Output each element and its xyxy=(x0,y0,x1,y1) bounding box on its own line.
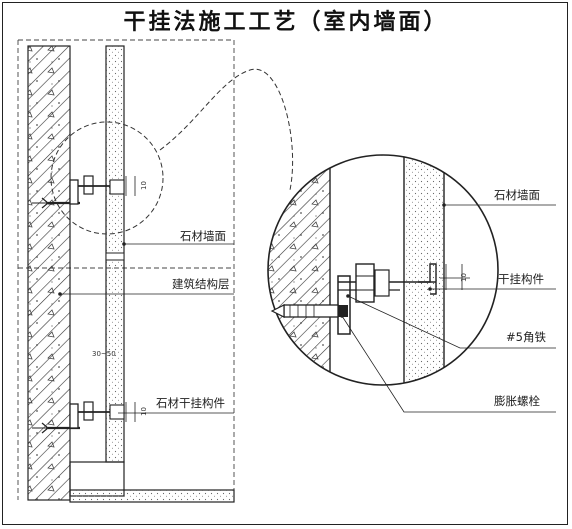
detail-circle xyxy=(267,154,499,386)
left-section: 10 10 30~50 石材墙面 建筑结构层 石材干挂构件 xyxy=(17,39,294,503)
detail-callout-link xyxy=(159,68,294,191)
upper-bracket xyxy=(32,175,125,209)
detail-dim-label: 10 xyxy=(460,273,468,282)
detail-callout-circle xyxy=(50,121,164,235)
structure-wall-aggregate xyxy=(28,46,70,500)
label-stone-hanger: 石材干挂构件 xyxy=(156,396,225,410)
upper-dim-label: 10 xyxy=(140,181,148,190)
label-expansion-bolt: 膨胀螺栓 xyxy=(494,394,540,408)
detail-bracket xyxy=(270,263,437,335)
mid-gap-label: 30~50 xyxy=(92,350,116,358)
lower-bracket xyxy=(32,401,125,434)
lower-dim: 10 xyxy=(125,402,148,422)
lower-dim-label: 10 xyxy=(140,407,148,416)
detail-view: 10 石材墙面 干挂构件 #5角铁 膨胀螺栓 xyxy=(267,154,556,413)
label-structure-layer: 建筑结构层 xyxy=(172,277,230,291)
leader-expansion-bolt xyxy=(341,315,556,413)
label-detail-stone-wall: 石材墙面 xyxy=(494,188,540,202)
drawing-title: 干挂法施工工艺（室内墙面） xyxy=(123,9,449,35)
leader-angle-iron xyxy=(347,295,556,349)
detail-dim: 10 xyxy=(440,264,470,290)
floor-slab xyxy=(69,489,235,503)
stone-joint xyxy=(105,252,125,261)
detail-stone-panel xyxy=(403,155,445,385)
drawing-frame xyxy=(2,2,568,525)
label-detail-hanger: 干挂构件 xyxy=(498,272,544,286)
label-angle-iron: #5角铁 xyxy=(506,330,546,344)
upper-dim: 10 xyxy=(125,176,148,196)
label-stone-wall: 石材墙面 xyxy=(180,229,226,243)
